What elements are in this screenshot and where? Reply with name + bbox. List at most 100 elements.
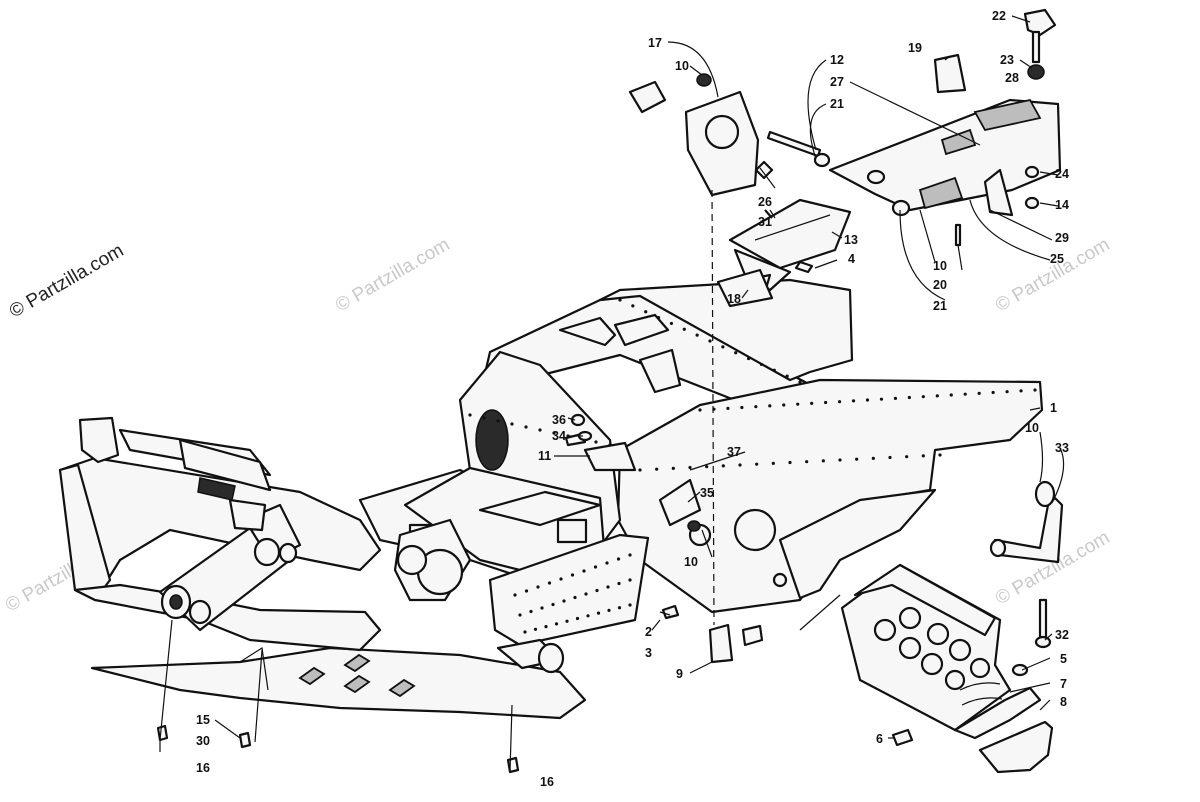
rivet-dot (538, 428, 542, 432)
rivet-dot (618, 298, 622, 302)
rivet-dot (721, 464, 725, 468)
rivet-dot (1005, 390, 1009, 394)
callout-10: 10 (675, 59, 689, 73)
rivet-dot (573, 595, 577, 600)
rivet-dot (582, 569, 586, 573)
rivet-dot (628, 553, 632, 557)
rivet-dot (575, 616, 580, 621)
rivet-dot (562, 599, 566, 603)
rivet-dot (529, 609, 533, 614)
callout-10-d: 10 (684, 555, 698, 569)
callout-11: 11 (538, 449, 551, 463)
callout-7: 7 (1060, 677, 1067, 691)
upper-brackets (628, 8, 1062, 308)
callout-6: 6 (876, 732, 883, 746)
rivet-dot (523, 630, 527, 634)
rivet-dot (991, 390, 995, 395)
rivet-dot (755, 462, 759, 466)
leader-lines (159, 15, 1065, 773)
watermark-faint: © Partzilla.com (992, 234, 1113, 316)
rivet-dot (551, 602, 555, 607)
callout-15: 15 (196, 713, 210, 727)
callout-16: 16 (196, 761, 210, 775)
callout-3: 3 (645, 646, 652, 660)
rivet-dot (893, 396, 898, 400)
rivet-dot (935, 394, 939, 398)
rivet-dot (824, 400, 828, 405)
rivet-dot (726, 406, 730, 410)
callout-21: 21 (830, 97, 844, 111)
frame-rivets (468, 298, 1037, 634)
callout-22: 22 (992, 9, 1006, 23)
rivet-dot (596, 611, 601, 615)
footrest-step-plate (840, 563, 1054, 774)
rivet-dot (671, 466, 675, 470)
callout-5: 5 (1060, 652, 1067, 666)
rivet-dot (682, 327, 686, 331)
callout-34: 34 (552, 429, 566, 443)
rivet-dot (593, 565, 598, 569)
rivet-dot (938, 453, 942, 457)
callout-17: 17 (648, 36, 662, 50)
rivet-dot (536, 585, 540, 589)
rivet-dot (708, 339, 712, 343)
rivet-dot (586, 614, 590, 618)
rivet-dot (782, 403, 786, 407)
rivet-dot (688, 465, 692, 470)
callout-19: 19 (908, 41, 922, 55)
callout-12: 12 (830, 53, 844, 67)
rivet-dot (855, 457, 859, 461)
callout-32: 32 (1055, 628, 1069, 642)
rivet-dot (798, 380, 802, 384)
rivet-dot (721, 345, 725, 349)
callout-27: 27 (830, 75, 844, 89)
rivet-dot (851, 399, 856, 403)
rivet-dot (468, 413, 472, 417)
watermark-faint: © Partzilla.com (332, 234, 453, 316)
rivet-dot (524, 425, 528, 429)
rivet-dot (865, 398, 870, 402)
rivet-dot (524, 589, 529, 593)
callout-31: 31 (758, 215, 772, 229)
callout-18: 18 (727, 292, 741, 306)
rivet-dot (838, 458, 842, 462)
callout-2: 2 (645, 625, 652, 639)
rivet-dot (888, 455, 892, 460)
callout-35: 35 (700, 486, 714, 500)
rivet-dot (631, 304, 635, 308)
callout-23: 23 (1000, 53, 1014, 67)
rivet-dot (628, 603, 632, 607)
rivet-dot (552, 431, 556, 435)
rivet-dot (518, 613, 522, 617)
rivet-dot (921, 454, 925, 458)
callout-16-b: 16 (540, 775, 554, 789)
rivet-dot (788, 460, 792, 465)
callout-10-c: 10 (1025, 421, 1039, 435)
rivet-dot (616, 557, 621, 561)
callout-25: 25 (1050, 252, 1064, 266)
rivet-dot (606, 585, 610, 589)
watermark-main: © Partzilla.com (6, 240, 127, 322)
skid-plate (90, 646, 587, 720)
rivet-dot (698, 408, 702, 412)
callout-28: 28 (1005, 71, 1019, 85)
rivet-dot (921, 395, 925, 399)
rivet-dot (510, 422, 514, 426)
rivet-dot (554, 622, 559, 626)
rivet-dot (905, 455, 909, 459)
rivet-dot (570, 573, 575, 577)
rivet-dot (482, 416, 486, 420)
rivet-dot (772, 368, 776, 372)
callout-4: 4 (848, 252, 855, 266)
callout-labels: 17 10 19 22 23 12 27 28 21 24 1 4 2 6 31 1… (196, 9, 1069, 789)
rivet-dot (810, 401, 814, 405)
callout-1: 1 (1050, 401, 1057, 415)
rivet-dot (669, 321, 674, 326)
callout-24: 24 (1055, 167, 1069, 181)
rivet-dot (656, 315, 661, 320)
rivet-dot (738, 463, 742, 467)
rivet-dot (1033, 388, 1037, 392)
callout-10-b: 10 (933, 259, 947, 273)
rivet-dot (754, 405, 758, 409)
small-hardware (156, 223, 1052, 774)
